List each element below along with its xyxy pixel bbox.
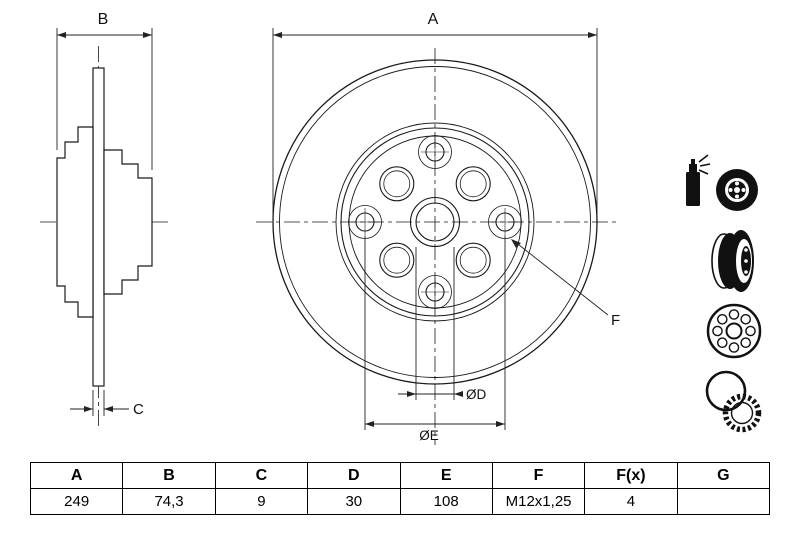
abs-sensor-rings-icon — [705, 370, 762, 433]
spec-table-header-row: A B C D E F F(x) G — [29, 462, 771, 489]
brake-disc-icon — [711, 230, 754, 292]
dimension-d-label: ØD — [466, 387, 487, 402]
front-view — [256, 48, 616, 445]
spray-can-and-disc-icon — [686, 154, 758, 211]
wheel-bearing-icon — [706, 303, 762, 359]
dimension-c-label: C — [133, 401, 144, 418]
side-view — [40, 46, 172, 430]
friction-band-inner-edge — [335, 122, 535, 322]
table-value-cell: 108 — [399, 488, 493, 515]
dimension-b-label: B — [98, 11, 109, 28]
table-header-cell: D — [307, 462, 401, 489]
dimension-f-label: F — [611, 312, 620, 329]
center-bore-counterbore — [409, 196, 461, 248]
disc-chamfer-edge — [279, 66, 591, 378]
spec-table-value-row: 249 74,3 9 30 108 M12x1,25 4 — [29, 488, 771, 515]
table-header-cell: F — [491, 462, 586, 489]
disc-plate-section — [92, 67, 105, 387]
dimension-a-label: A — [428, 11, 439, 28]
hub-flange-inner — [348, 135, 522, 309]
bearing-hub-section — [103, 149, 153, 295]
table-value-cell: 9 — [214, 488, 309, 515]
brake-disc-drawing: B C — [40, 11, 762, 445]
spec-table: A B C D E F F(x) G 249 74,3 9 30 108 M12… — [29, 462, 771, 515]
hub-access-holes — [379, 166, 491, 278]
table-value-cell: 30 — [307, 488, 401, 515]
dimension-e-label: ØE — [419, 428, 439, 443]
dimension-a: A — [272, 11, 598, 215]
table-value-cell: M12x1,25 — [491, 488, 586, 515]
dimension-f: F — [511, 239, 620, 329]
table-value-cell: 74,3 — [122, 488, 216, 515]
table-header-cell: G — [676, 462, 771, 489]
table-header-cell: C — [214, 462, 309, 489]
bolt-holes — [348, 135, 522, 309]
table-header-cell: A — [29, 462, 124, 489]
hub-flange-outer — [340, 127, 530, 317]
table-header-cell: B — [122, 462, 216, 489]
table-value-cell: 249 — [29, 488, 124, 515]
dimension-b: B — [56, 11, 153, 170]
dimension-c: C — [70, 390, 144, 418]
disc-outer-edge — [272, 59, 598, 385]
dimension-e: ØE — [364, 236, 506, 443]
table-header-cell: F(x) — [584, 462, 678, 489]
hub-flange-section — [56, 126, 94, 318]
center-bore — [415, 202, 455, 242]
dimension-d: ØD — [398, 247, 487, 402]
table-value-cell: 4 — [584, 488, 678, 515]
table-header-cell: E — [399, 462, 493, 489]
table-value-cell — [676, 488, 771, 515]
